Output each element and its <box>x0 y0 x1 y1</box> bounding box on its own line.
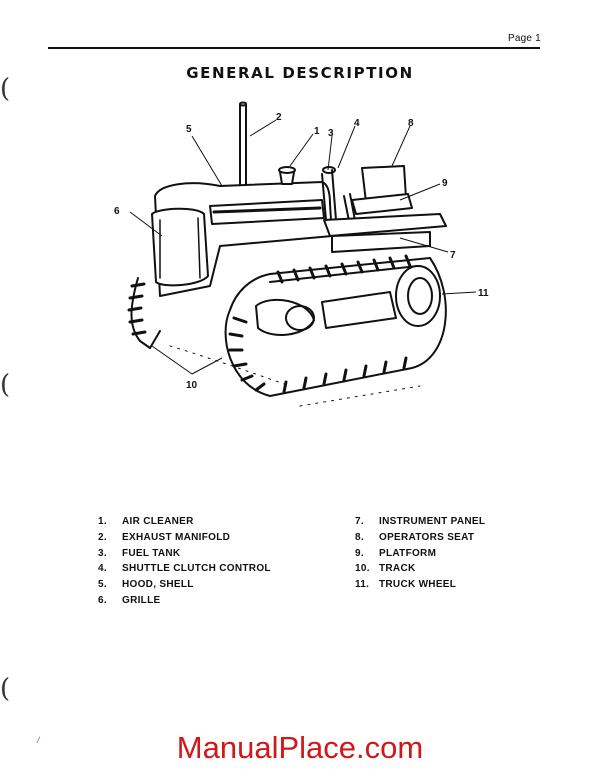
leader-8 <box>391 125 411 167</box>
leader-11 <box>441 291 477 295</box>
leader-5 <box>191 135 223 187</box>
legend-item: 5.HOOD, SHELL <box>98 579 194 591</box>
legend-item: 1.AIR CLEANER <box>98 516 194 527</box>
callout-10: 10 <box>186 380 198 391</box>
track-treads <box>228 254 412 394</box>
punch-hole-middle: ( <box>0 370 11 400</box>
callout-9: 9 <box>442 178 448 189</box>
instrument-panel <box>331 231 431 253</box>
punch-hole-top: ( <box>0 74 11 104</box>
tractor-diagram: 1 2 3 4 5 6 7 8 9 10 11 <box>114 101 489 407</box>
callout-2: 2 <box>276 112 282 123</box>
legend-item: 11.TRUCK WHEEL <box>355 579 457 591</box>
header-rule <box>48 47 540 49</box>
leader-2 <box>249 119 277 137</box>
leader-3 <box>327 135 333 171</box>
legend-left: 1.AIR CLEANER 2.EXHAUST MANIFOLD 3.FUEL … <box>98 516 271 611</box>
grille <box>151 207 209 287</box>
legend-right: 7.INSTRUMENT PANEL 8.OPERATORS SEAT 9.PL… <box>355 516 485 595</box>
rear-track-treads <box>127 282 147 336</box>
page-title: GENERAL DESCRIPTION <box>186 64 414 82</box>
truck-wheel <box>395 265 441 327</box>
rear-track-outline <box>130 277 161 349</box>
legend-item: 9.PLATFORM <box>355 547 437 559</box>
legend-item: 4.SHUTTLE CLUTCH CONTROL <box>98 563 271 575</box>
exhaust-stack <box>239 103 247 185</box>
punch-hole-bottom: ( <box>0 674 11 704</box>
platform <box>323 213 447 237</box>
leader-4 <box>337 125 356 169</box>
callout-3: 3 <box>328 128 334 139</box>
legend-item: 8.OPERATORS SEAT <box>355 531 475 543</box>
leader-10 <box>151 345 223 375</box>
legend-item: 10.TRACK <box>355 563 416 575</box>
legend-item: 6.GRILLE <box>98 594 161 606</box>
leader-6 <box>129 211 163 237</box>
callout-4: 4 <box>354 118 360 129</box>
page-number: Page 1 <box>508 33 541 44</box>
scan-mark: / <box>37 735 40 745</box>
leader-9 <box>399 183 441 201</box>
callout-1: 1 <box>314 126 320 137</box>
legend-item: 3.FUEL TANK <box>98 547 181 559</box>
legend-item: 2.EXHAUST MANIFOLD <box>98 531 231 543</box>
callout-8: 8 <box>408 118 414 129</box>
shuttle-control <box>321 169 337 221</box>
watermark-link[interactable]: ManualPlace.com <box>176 730 424 765</box>
leader-1 <box>289 133 314 167</box>
callout-5: 5 <box>186 124 192 135</box>
callout-11: 11 <box>478 288 489 299</box>
callout-7: 7 <box>450 250 456 261</box>
leader-7 <box>399 237 449 253</box>
legend-item: 7.INSTRUMENT PANEL <box>355 516 486 527</box>
callout-6: 6 <box>114 206 120 217</box>
